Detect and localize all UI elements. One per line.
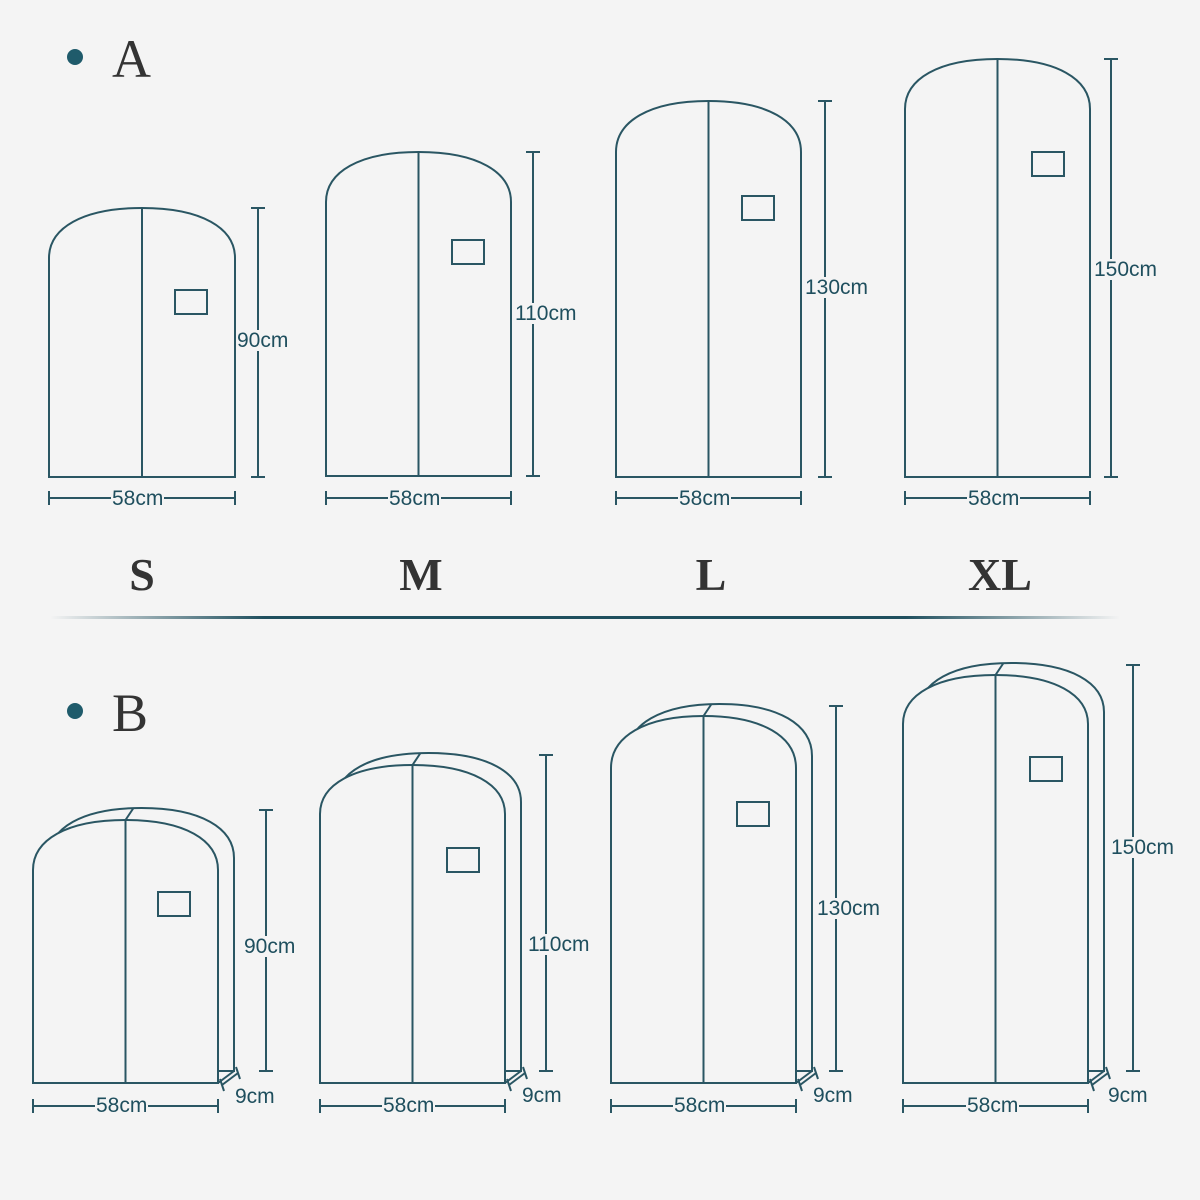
width-label-a-xl: 58cm xyxy=(967,487,1021,510)
depth-dim-b-m-cap-a xyxy=(506,1078,512,1092)
width-label-b-xl: 58cm xyxy=(966,1094,1020,1117)
label-window-a-l xyxy=(741,195,775,221)
width-label-b-l: 58cm xyxy=(673,1094,727,1117)
label-window-b-s xyxy=(157,891,191,917)
label-window-b-l xyxy=(736,801,770,827)
section-a-label: A xyxy=(112,29,151,89)
depth-dim-b-l-cap-a xyxy=(797,1078,803,1092)
depth-dim-b-s-cap-a xyxy=(219,1078,225,1092)
width-label-a-s: 58cm xyxy=(111,487,165,510)
height-label-b-s: 90cm xyxy=(243,935,297,958)
top-seam-b-l xyxy=(702,703,713,717)
label-window-a-xl xyxy=(1031,151,1065,177)
depth-dim-b-l-cap-b xyxy=(813,1066,819,1080)
width-label-b-m: 58cm xyxy=(382,1094,436,1117)
depth-dim-b-s-cap-b xyxy=(235,1066,241,1080)
height-label-a-m: 110cm xyxy=(514,302,578,325)
depth-label-b-l: 9cm xyxy=(812,1084,854,1107)
size-label-m: M xyxy=(399,549,443,600)
depth-dim-b-xl-line xyxy=(1091,1072,1109,1086)
size-label-s: S xyxy=(129,549,155,600)
depth-dim-b-m-line xyxy=(508,1072,526,1086)
height-label-b-m: 110cm xyxy=(527,933,591,956)
bullet-a xyxy=(67,49,83,65)
size-label-xl: XL xyxy=(968,549,1032,600)
width-label-a-l: 58cm xyxy=(678,487,732,510)
label-window-b-xl xyxy=(1029,756,1063,782)
top-seam-b-xl xyxy=(994,662,1005,676)
label-window-a-s xyxy=(174,289,208,315)
label-window-b-m xyxy=(446,847,480,873)
section-divider xyxy=(50,616,1120,619)
depth-dim-b-xl-cap-b xyxy=(1105,1066,1111,1080)
top-seam-b-s xyxy=(124,807,135,821)
width-label-a-m: 58cm xyxy=(388,487,442,510)
top-seam-b-m xyxy=(411,752,422,766)
size-label-l: L xyxy=(695,549,727,600)
depth-dim-b-l-line xyxy=(799,1072,817,1086)
bullet-b xyxy=(67,703,83,719)
height-label-a-l: 130cm xyxy=(804,276,870,299)
height-label-b-xl: 150cm xyxy=(1110,836,1176,859)
height-label-a-xl: 150cm xyxy=(1093,258,1159,281)
depth-dim-b-s-line xyxy=(221,1072,239,1086)
depth-dim-b-xl-cap-a xyxy=(1089,1078,1095,1092)
depth-label-b-s: 9cm xyxy=(234,1085,276,1108)
depth-label-b-m: 9cm xyxy=(521,1084,563,1107)
height-label-a-s: 90cm xyxy=(236,329,290,352)
label-window-a-m xyxy=(451,239,485,265)
height-label-b-l: 130cm xyxy=(816,897,882,920)
section-b-label: B xyxy=(112,683,149,743)
depth-dim-b-m-cap-b xyxy=(522,1066,528,1080)
depth-label-b-xl: 9cm xyxy=(1107,1084,1149,1107)
width-label-b-s: 58cm xyxy=(95,1094,149,1117)
